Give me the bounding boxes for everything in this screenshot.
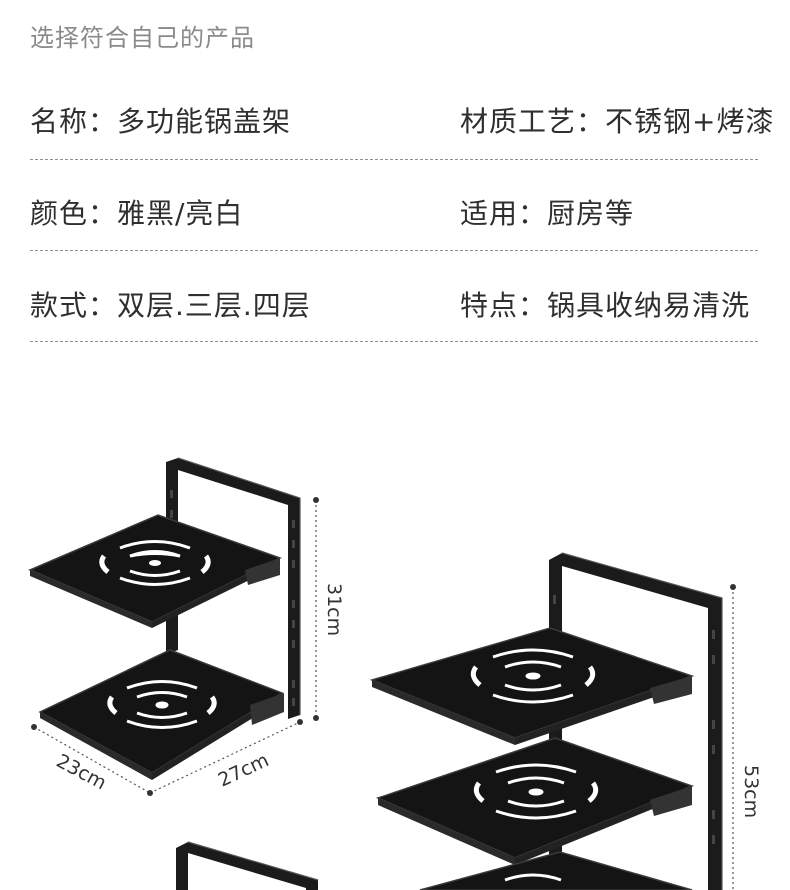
dimension-lines <box>33 500 317 794</box>
spec-usage: 适用：厨房等 <box>460 197 635 230</box>
height-label: 31cm <box>323 583 345 636</box>
spec-row-name: 名称：多功能锅盖架 材质工艺：不锈钢+烤漆 <box>30 100 773 192</box>
divider <box>30 341 758 342</box>
vent-pattern <box>470 648 596 704</box>
shelf-middle <box>375 737 695 859</box>
divider <box>30 250 758 251</box>
upper-shelf <box>28 514 282 623</box>
depth-label: 23cm <box>53 750 110 794</box>
spec-material: 材质工艺：不锈钢+烤漆 <box>460 105 775 138</box>
lower-shelf <box>38 649 284 774</box>
subtitle: 选择符合自己的产品 <box>30 24 255 52</box>
divider <box>30 159 758 160</box>
shelf-bottom <box>419 851 693 890</box>
product-illustration: 31cm 23cm 27cm <box>28 457 762 890</box>
three-tier-rack: 53cm <box>369 552 762 890</box>
vent-pattern <box>99 540 211 586</box>
spec-color: 颜色：雅黑/亮白 <box>30 197 244 230</box>
shelf-top <box>369 627 695 739</box>
width-label: 27cm <box>215 749 272 791</box>
two-tier-rack: 31cm 23cm 27cm <box>28 457 345 796</box>
height-label: 53cm <box>740 765 762 818</box>
rack-frame-edge <box>177 457 301 715</box>
vent-pattern <box>473 763 599 820</box>
four-tier-rack-peek <box>176 841 319 890</box>
spec-row-style: 款式：双层.三层.四层 特点：锅具收纳易清洗 <box>30 284 758 376</box>
spec-feature: 特点：锅具收纳易清洗 <box>460 289 751 322</box>
vent-pattern <box>107 680 217 729</box>
spec-row-color: 颜色：雅黑/亮白 适用：厨房等 <box>30 192 758 284</box>
spec-style: 款式：双层.三层.四层 <box>30 289 311 322</box>
spec-name: 名称：多功能锅盖架 <box>30 105 292 138</box>
